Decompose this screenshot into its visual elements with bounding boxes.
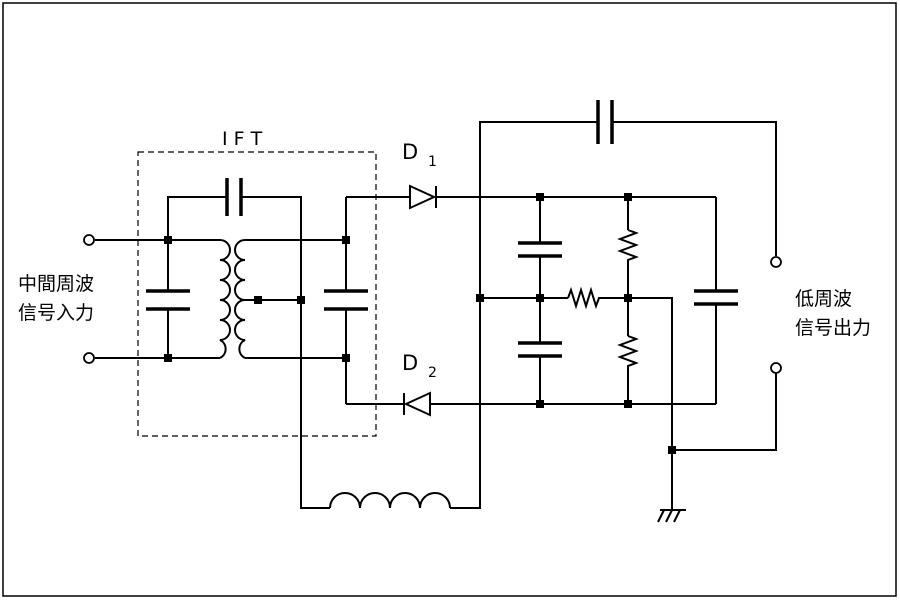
lower-filter-capacitor (518, 341, 562, 358)
choke-inductor (329, 492, 451, 509)
secondary-coil (234, 239, 246, 359)
primary-coil (219, 239, 231, 359)
lower-resistor (617, 335, 639, 370)
terminals (83, 234, 782, 374)
capacitors (146, 100, 738, 358)
ift-label: I F T (222, 128, 263, 150)
diode-d1 (409, 184, 437, 210)
primary-tank-capacitor (146, 289, 190, 311)
secondary-tank-capacitor (324, 289, 368, 311)
feedback-capacitor (596, 100, 614, 144)
diodes (403, 184, 437, 417)
d1-label: D (402, 140, 418, 164)
stabilizing-capacitor (694, 289, 738, 306)
input-label-line2: 信号入力 (18, 302, 94, 324)
upper-filter-capacitor (518, 241, 562, 258)
output-label-line2: 信号出力 (795, 317, 871, 339)
middle-resistor (567, 286, 601, 310)
d1-subscript: 1 (428, 154, 437, 170)
output-terminal-top (770, 256, 782, 268)
upper-resistor (617, 229, 639, 264)
input-terminal-top (83, 234, 95, 246)
input-terminal-bottom (83, 352, 95, 364)
junctions (164, 193, 676, 454)
coupling-capacitor (225, 178, 243, 216)
ground-icon (657, 509, 686, 523)
resistors (567, 229, 639, 370)
transformer (219, 239, 246, 359)
diode-d2 (403, 391, 431, 417)
output-label-line1: 低周波 (795, 288, 852, 310)
d2-label: D (402, 351, 418, 375)
ift-box (137, 151, 377, 437)
input-label-line1: 中間周波 (18, 273, 94, 295)
output-terminal-bottom (770, 362, 782, 374)
d2-subscript: 2 (428, 365, 437, 381)
